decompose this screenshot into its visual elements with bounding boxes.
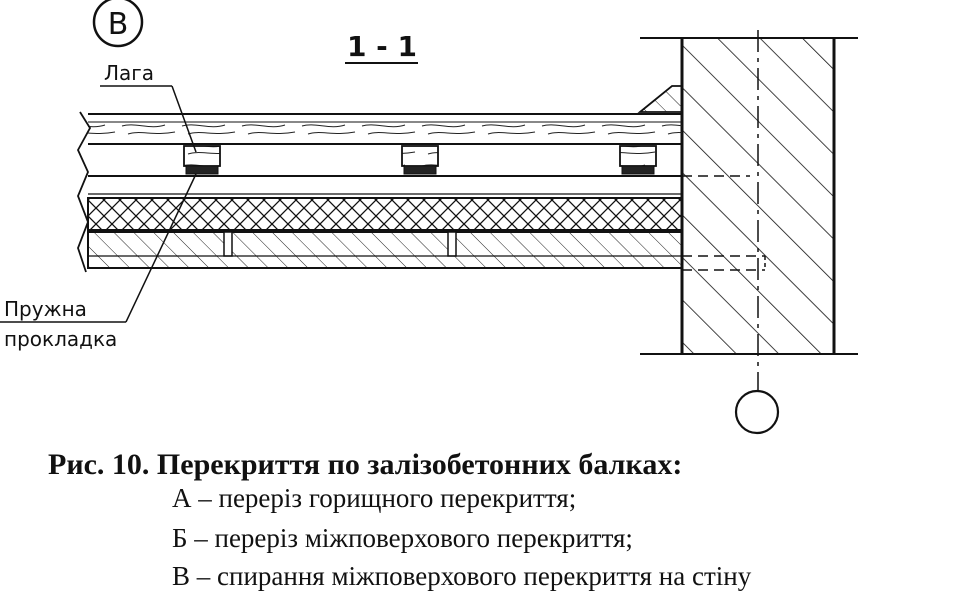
section-label-text: 1 - 1 (347, 30, 417, 63)
caption-item-a: А – переріз горищного перекриття; (172, 483, 577, 513)
break-line (76, 111, 92, 273)
caption-item-b: Б – переріз міжповерхового перекриття; (172, 523, 633, 553)
insulation-layer (87, 197, 683, 231)
floor-section-drawing: В 1 - 1 (0, 0, 858, 435)
label-joist-text: Лага (104, 61, 154, 85)
label-elastic-pad-line2: прокладка (4, 327, 117, 351)
joist-middle (401, 145, 439, 175)
label-elastic-pad-line1: Пружна (4, 297, 87, 321)
concrete-slab (87, 231, 766, 271)
joist-right (619, 145, 657, 175)
caption-item-c: В – спирання міжповерхового перекриття н… (172, 561, 752, 591)
label-joist: Лага (100, 61, 197, 153)
section-marker: В (92, 0, 144, 48)
figure-caption-title: Рис. 10. Перекриття по залізобетонних ба… (48, 448, 683, 481)
floor-boards (88, 113, 682, 145)
section-marker-letter: В (108, 7, 129, 42)
axis-bubble (734, 389, 780, 435)
label-elastic-pad: Пружна прокладка (0, 173, 197, 351)
baseboard (637, 85, 683, 113)
section-label: 1 - 1 (345, 30, 418, 64)
joist-left (183, 145, 221, 175)
